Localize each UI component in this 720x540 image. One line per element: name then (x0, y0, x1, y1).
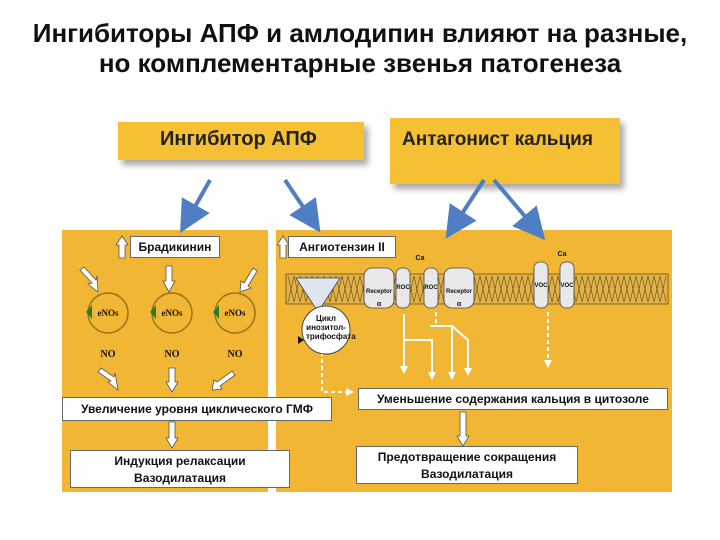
hatch-line (647, 275, 655, 303)
no-label-2: NO (164, 349, 180, 360)
cycle-label: Цикл инозитол-трифосфата (306, 314, 356, 341)
flow-arrow-heads (400, 366, 472, 380)
hatch-line (629, 275, 637, 303)
hatch-line (605, 275, 613, 303)
receptor-label-1: Receptor (365, 289, 392, 295)
no-label-1: NO (100, 349, 116, 360)
arrow-ace-to-bradykinin (180, 179, 212, 233)
enos-label-3: eNOs (224, 308, 246, 318)
enos-label-1: eNOs (97, 308, 119, 318)
dashed-cycle-down (321, 352, 346, 393)
hatch-line (641, 275, 649, 303)
relaxation-box: Индукция релаксации Вазодилатация (70, 450, 290, 488)
arrow-ace-to-angiotensin (283, 178, 321, 233)
cgmp-label: Увеличение уровня циклического ГМФ (62, 397, 332, 421)
hatch-line (335, 275, 343, 303)
hatch-line (659, 275, 667, 303)
voc-label-2: VOC (560, 283, 574, 289)
receptor-label-2: Receptor (445, 289, 472, 295)
hatch-line (491, 275, 499, 303)
voc-label-1: VOC (534, 283, 548, 289)
voc-2 (559, 261, 575, 309)
arrow-no-3 (211, 370, 236, 391)
arrow-ca-to-membrane-1 (445, 178, 486, 239)
left-panel-arrows (79, 235, 258, 449)
arrow-enos-2 (162, 265, 176, 293)
angiotensin-cone (295, 277, 341, 313)
roc-2 (423, 267, 439, 309)
bradykinin-label: Брадикинин (130, 236, 220, 258)
arrow-cgmp-down (165, 421, 179, 449)
relaxation-line1: Индукция релаксации (114, 454, 246, 468)
page-title: Ингибиторы АПФ и амлодипин влияют на раз… (32, 18, 688, 78)
ca-label-2: Ca (557, 251, 567, 258)
up-arrow-left (115, 235, 129, 259)
hatch-line (593, 275, 601, 303)
roc-label-2: ROC (424, 285, 438, 291)
hatch-line (287, 275, 295, 303)
arrow-no-1 (97, 367, 119, 391)
hatch-line (521, 275, 529, 303)
receptors (363, 261, 575, 309)
hatch-line (341, 275, 349, 303)
hatch-line (623, 275, 631, 303)
alpha-label-2: α (456, 301, 462, 308)
dashed-head-1 (346, 388, 354, 396)
hatch-line (515, 275, 523, 303)
ca-label-1: Ca (415, 255, 425, 262)
prevention-box: Предотвращение сокращения Вазодилатация (356, 446, 578, 484)
hatch-line (497, 275, 505, 303)
dashed-head-2 (544, 360, 552, 368)
hatch-line (527, 275, 535, 303)
hatch-line (575, 275, 583, 303)
dashed-arrows (321, 312, 549, 393)
left-panel (62, 230, 268, 492)
arrow-ca-to-prevent (456, 411, 470, 447)
hatch-line (617, 275, 625, 303)
hatch-line (551, 275, 559, 303)
alpha-label-1: α (376, 301, 382, 308)
angiotensin-label: Ангиотензин II (288, 236, 396, 258)
ace-inhibitor-label: Ингибитор АПФ (160, 128, 317, 150)
receptor-1 (363, 267, 395, 309)
flow-arrows (403, 314, 469, 372)
hatch-line (485, 275, 493, 303)
prevention-line2: Вазодилатация (421, 467, 513, 481)
arrow-ca-to-membrane-2 (492, 178, 546, 241)
hatch-line (479, 275, 487, 303)
roc-label-1: ROC (396, 285, 410, 291)
no-label-3: NO (227, 349, 243, 360)
hatch-line (473, 275, 481, 303)
arrow-enos-3 (239, 267, 258, 293)
voc-1 (533, 261, 549, 309)
hatch-line (503, 275, 511, 303)
ca-decrease-label: Уменьшение содержания кальция в цитозоле (358, 388, 668, 410)
hatch-line (599, 275, 607, 303)
hatch-line (353, 275, 361, 303)
hatch-line (587, 275, 595, 303)
hatch-line (653, 275, 661, 303)
calcium-antagonist-box: Антагонист кальция (390, 118, 620, 184)
up-arrow-right (276, 235, 290, 259)
hatch-line (347, 275, 355, 303)
cycle-circle (301, 305, 351, 355)
receptor-2 (443, 267, 475, 309)
enos-label-2: eNOs (161, 308, 183, 318)
relaxation-line2: Вазодилатация (134, 471, 226, 485)
cycle-arrow-icon (298, 336, 304, 344)
hatch-line (581, 275, 589, 303)
hatch-line (437, 275, 445, 303)
roc-1 (395, 267, 411, 309)
enos-arrows (86, 305, 219, 319)
prevention-line1: Предотвращение сокращения (377, 450, 557, 464)
hatch-line (509, 275, 517, 303)
arrow-enos-1 (79, 266, 99, 293)
arrow-no-2 (165, 367, 179, 393)
hatch-line (413, 275, 421, 303)
hatch-line (611, 275, 619, 303)
ace-inhibitor-box: Ингибитор АПФ (118, 122, 364, 160)
hatch-line (635, 275, 643, 303)
calcium-antagonist-label: Антагонист кальция (402, 129, 593, 150)
